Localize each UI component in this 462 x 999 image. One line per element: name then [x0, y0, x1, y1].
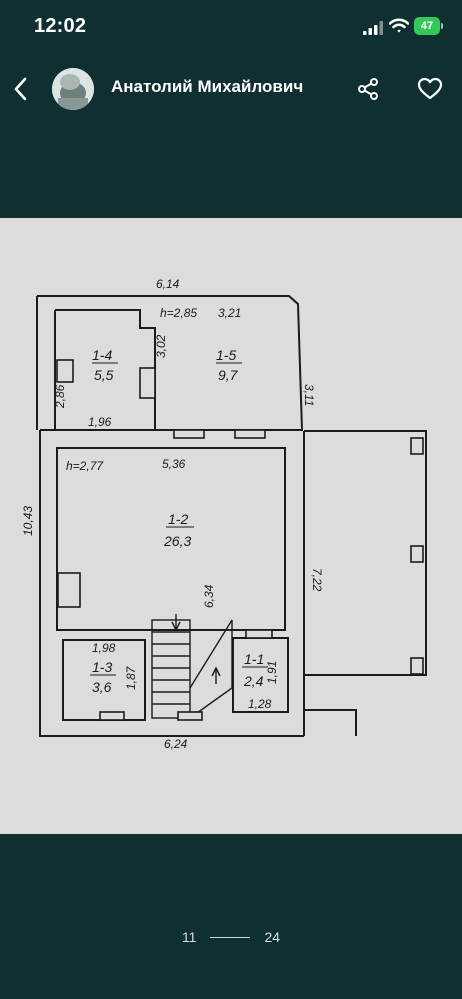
plan-text: 6,14 h=2,85 3,21 3,11 3,02 2,86 1,96 h=2…	[21, 277, 324, 751]
chevron-left-icon	[14, 77, 27, 101]
share-button[interactable]	[349, 70, 387, 108]
plan-windows	[56, 359, 424, 721]
avatar-image	[52, 68, 94, 110]
svg-text:3,11: 3,11	[302, 384, 316, 406]
svg-text:1-1: 1-1	[244, 651, 264, 667]
svg-text:1-3: 1-3	[92, 659, 112, 675]
battery-level: 47	[414, 17, 440, 35]
svg-text:1-4: 1-4	[92, 347, 112, 363]
svg-text:1,98: 1,98	[92, 641, 116, 655]
svg-text:1,28: 1,28	[248, 697, 272, 711]
svg-text:3,6: 3,6	[92, 679, 112, 695]
pager-divider	[210, 936, 251, 938]
svg-text:9,7: 9,7	[218, 367, 239, 383]
svg-text:3,02: 3,02	[154, 334, 168, 358]
back-button[interactable]	[2, 70, 40, 108]
svg-text:10,43: 10,43	[21, 506, 35, 536]
share-icon	[358, 78, 378, 100]
svg-text:1,91: 1,91	[265, 661, 279, 684]
plan-walls	[36, 295, 427, 737]
plan-stairs	[151, 614, 233, 719]
svg-text:1-2: 1-2	[168, 511, 188, 527]
pager-current: 11	[181, 929, 197, 945]
svg-text:6,34: 6,34	[202, 584, 216, 608]
status-bar: 12:02 47	[0, 0, 462, 56]
pager-total: 24	[264, 929, 281, 945]
header: Анатолий Михайлович	[0, 56, 462, 122]
svg-text:1,96: 1,96	[88, 415, 112, 429]
svg-text:5,36: 5,36	[162, 457, 186, 471]
svg-text:6,14: 6,14	[156, 277, 180, 291]
svg-text:26,3: 26,3	[163, 533, 191, 549]
favorite-button[interactable]	[411, 70, 449, 108]
battery-indicator: 47	[414, 17, 444, 35]
seller-name[interactable]: Анатолий Михайлович	[111, 77, 304, 96]
svg-text:1-5: 1-5	[216, 347, 236, 363]
photo-pager: 11 24	[0, 922, 462, 952]
svg-text:7,22: 7,22	[310, 568, 324, 592]
svg-text:2,4: 2,4	[243, 673, 264, 689]
svg-text:1,87: 1,87	[124, 665, 138, 690]
svg-text:2,86: 2,86	[53, 384, 67, 409]
floor-plan-image: 6,14 h=2,85 3,21 3,11 3,02 2,86 1,96 h=2…	[0, 218, 462, 834]
avatar[interactable]	[52, 68, 94, 110]
signal-icon	[363, 21, 383, 35]
svg-text:h=2,85: h=2,85	[160, 306, 197, 320]
status-time: 12:02	[34, 15, 87, 37]
listing-photo[interactable]: 6,14 h=2,85 3,21 3,11 3,02 2,86 1,96 h=2…	[0, 218, 462, 834]
svg-text:h=2,77: h=2,77	[66, 459, 104, 473]
svg-text:3,21: 3,21	[218, 306, 241, 320]
svg-text:5,5: 5,5	[94, 367, 114, 383]
heart-icon	[417, 77, 443, 100]
svg-text:6,24: 6,24	[164, 737, 188, 751]
wifi-icon	[389, 18, 409, 33]
room-labels: 1-4 5,5 1-5 9,7 1-2 26,3 1-3 3,6 1-1 2,4	[90, 347, 268, 695]
battery-tip	[441, 23, 443, 29]
